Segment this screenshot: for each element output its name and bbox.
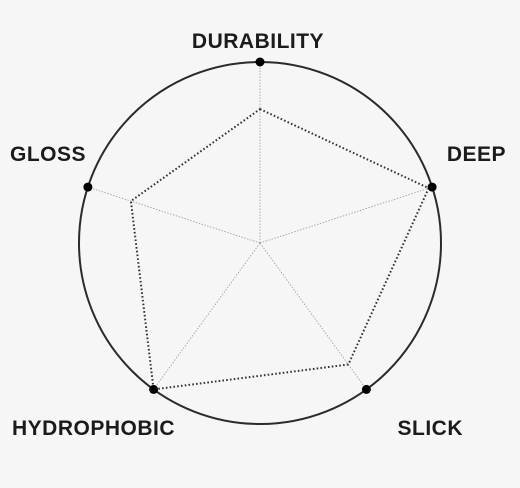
axis-marker-hydrophobic [149, 384, 159, 394]
axis-marker-deep [427, 182, 437, 192]
spoke-hydrophobic [153, 242, 261, 390]
spoke-slick [259, 242, 367, 390]
axis-label-durability: DURABILITY [192, 30, 324, 53]
axis-marker-slick [361, 384, 371, 394]
axis-label-gloss: GLOSS [10, 143, 86, 166]
axis-label-hydrophobic: HYDROPHOBIC [12, 417, 175, 440]
axis-marker-gloss [83, 182, 93, 192]
series-polygon-1 [129, 107, 431, 391]
axis-label-slick: SLICK [398, 417, 464, 440]
spoke-gloss [87, 186, 261, 244]
axis-marker-durability [255, 57, 265, 67]
axis-label-deep: DEEP [447, 143, 506, 166]
spoke-deep [259, 186, 433, 244]
